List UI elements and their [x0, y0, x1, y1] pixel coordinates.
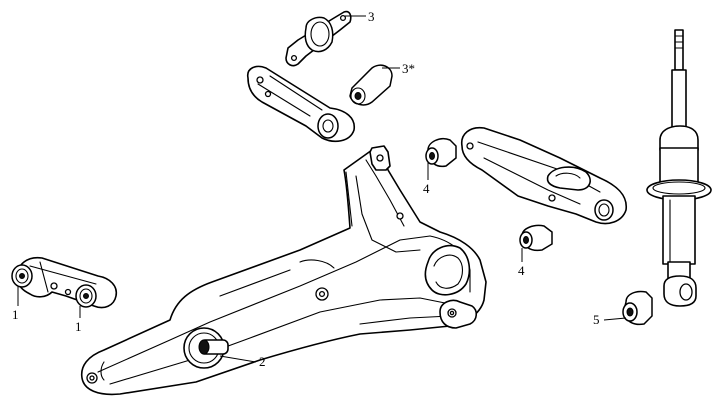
callout-compliance-bushing: 2	[259, 354, 266, 369]
callout-upper-bushing-loose: 3*	[402, 61, 415, 76]
upper-arm	[246, 65, 355, 143]
callout-shock-lower-bushing: 5	[593, 312, 600, 327]
callout-upper-bushing-bracket: 3	[368, 9, 375, 24]
callout-lower-link-left: 1	[12, 307, 19, 322]
compliance-bushing	[183, 327, 229, 369]
lower-link-bushing-left	[11, 264, 33, 288]
upper-arm-bushing-a	[425, 138, 457, 168]
shock-lower-bushing	[622, 290, 653, 326]
lower-link-bushing-right	[75, 284, 97, 308]
shock-absorber	[646, 29, 712, 307]
upper-bushing-loose	[349, 64, 393, 106]
callout-lower-link-right: 1	[75, 319, 82, 334]
upper-arm-bushing-b	[519, 224, 553, 252]
callout-upper-arm-bushing-b: 4	[518, 263, 525, 278]
upper-control-arm	[460, 126, 627, 225]
callout-upper-arm-bushing-a: 4	[423, 181, 430, 196]
lower-control-link	[11, 256, 118, 309]
trailing-arm	[80, 145, 487, 396]
leader-lines	[17, 15, 627, 363]
upper-bushing-with-bracket	[285, 10, 352, 67]
